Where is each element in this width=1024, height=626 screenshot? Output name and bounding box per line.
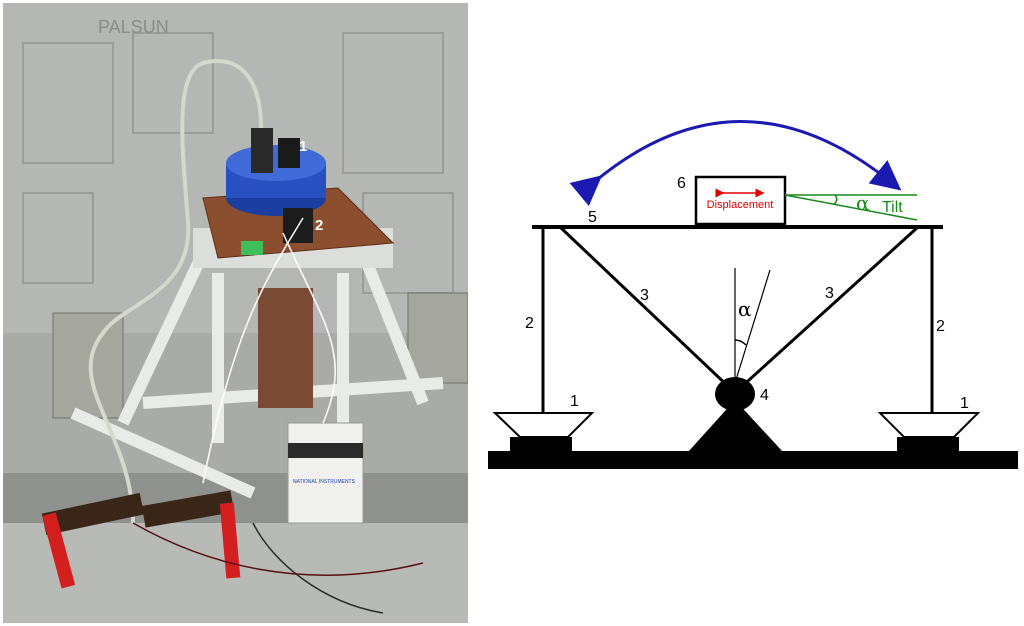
wall-logo-text: PALSUN: [98, 17, 169, 37]
terminal-strip-right: [141, 490, 235, 528]
tilted-reference: [734, 269, 771, 384]
label-strut-left: 3: [640, 287, 649, 304]
tilt-symbol: α: [856, 191, 870, 215]
tilt-label: Tilt: [882, 199, 903, 216]
right-plate: [407, 292, 468, 384]
blue-sensor-top: [226, 145, 326, 181]
motion-arc: [569, 120, 902, 207]
daq-device: [287, 422, 364, 524]
support-left-base: [510, 437, 572, 451]
label-support-left: 1: [570, 393, 579, 410]
pivot-ball: [715, 377, 755, 411]
label-sensor-box: 6: [677, 175, 686, 192]
tilt-angle-arc: [833, 194, 838, 205]
left-plate: [52, 312, 124, 419]
experiment-photo: PALSUN NATIONAL INSTRUMENTS: [3, 3, 468, 623]
label-leg-right: 2: [936, 318, 945, 335]
photo-callout-1: 1: [299, 138, 307, 155]
support-right: [877, 412, 981, 438]
sensor-connector: [251, 128, 273, 173]
photo-callout-2: 2: [315, 217, 323, 234]
alpha-symbol: α: [738, 297, 752, 321]
support-right-base: [897, 437, 959, 451]
tilt-line-bottom: [784, 194, 918, 221]
strut-left: [558, 225, 734, 392]
red-clamp-left: [42, 512, 76, 589]
ground-bar: [488, 451, 1018, 469]
daq-band: [288, 443, 363, 458]
sensor-cable: [88, 59, 263, 524]
displacement-label: Displacement: [707, 199, 774, 211]
label-strut-right: 3: [825, 285, 834, 302]
schematic-diagram: Displacement 6 α Tilt 5 2 2 3 3 α 4 1 1: [488, 120, 1018, 469]
daq-label: NATIONAL INSTRUMENTS: [293, 479, 356, 485]
label-pivot: 4: [760, 387, 769, 404]
strut-right: [736, 225, 920, 392]
pivot-base: [688, 400, 783, 452]
label-support-right: 1: [960, 395, 969, 412]
wires: [132, 217, 424, 614]
sensor-clip: [278, 138, 300, 168]
center-column: [258, 288, 313, 408]
red-clamp-right: [219, 502, 241, 579]
green-level: [241, 241, 263, 255]
alpha-angle-arc: [734, 339, 747, 346]
support-left: [492, 412, 595, 438]
label-leg-left: 2: [525, 315, 534, 332]
terminal-strip-left: [41, 492, 145, 536]
sensor-box: [694, 175, 787, 226]
label-platform: 5: [588, 209, 597, 226]
